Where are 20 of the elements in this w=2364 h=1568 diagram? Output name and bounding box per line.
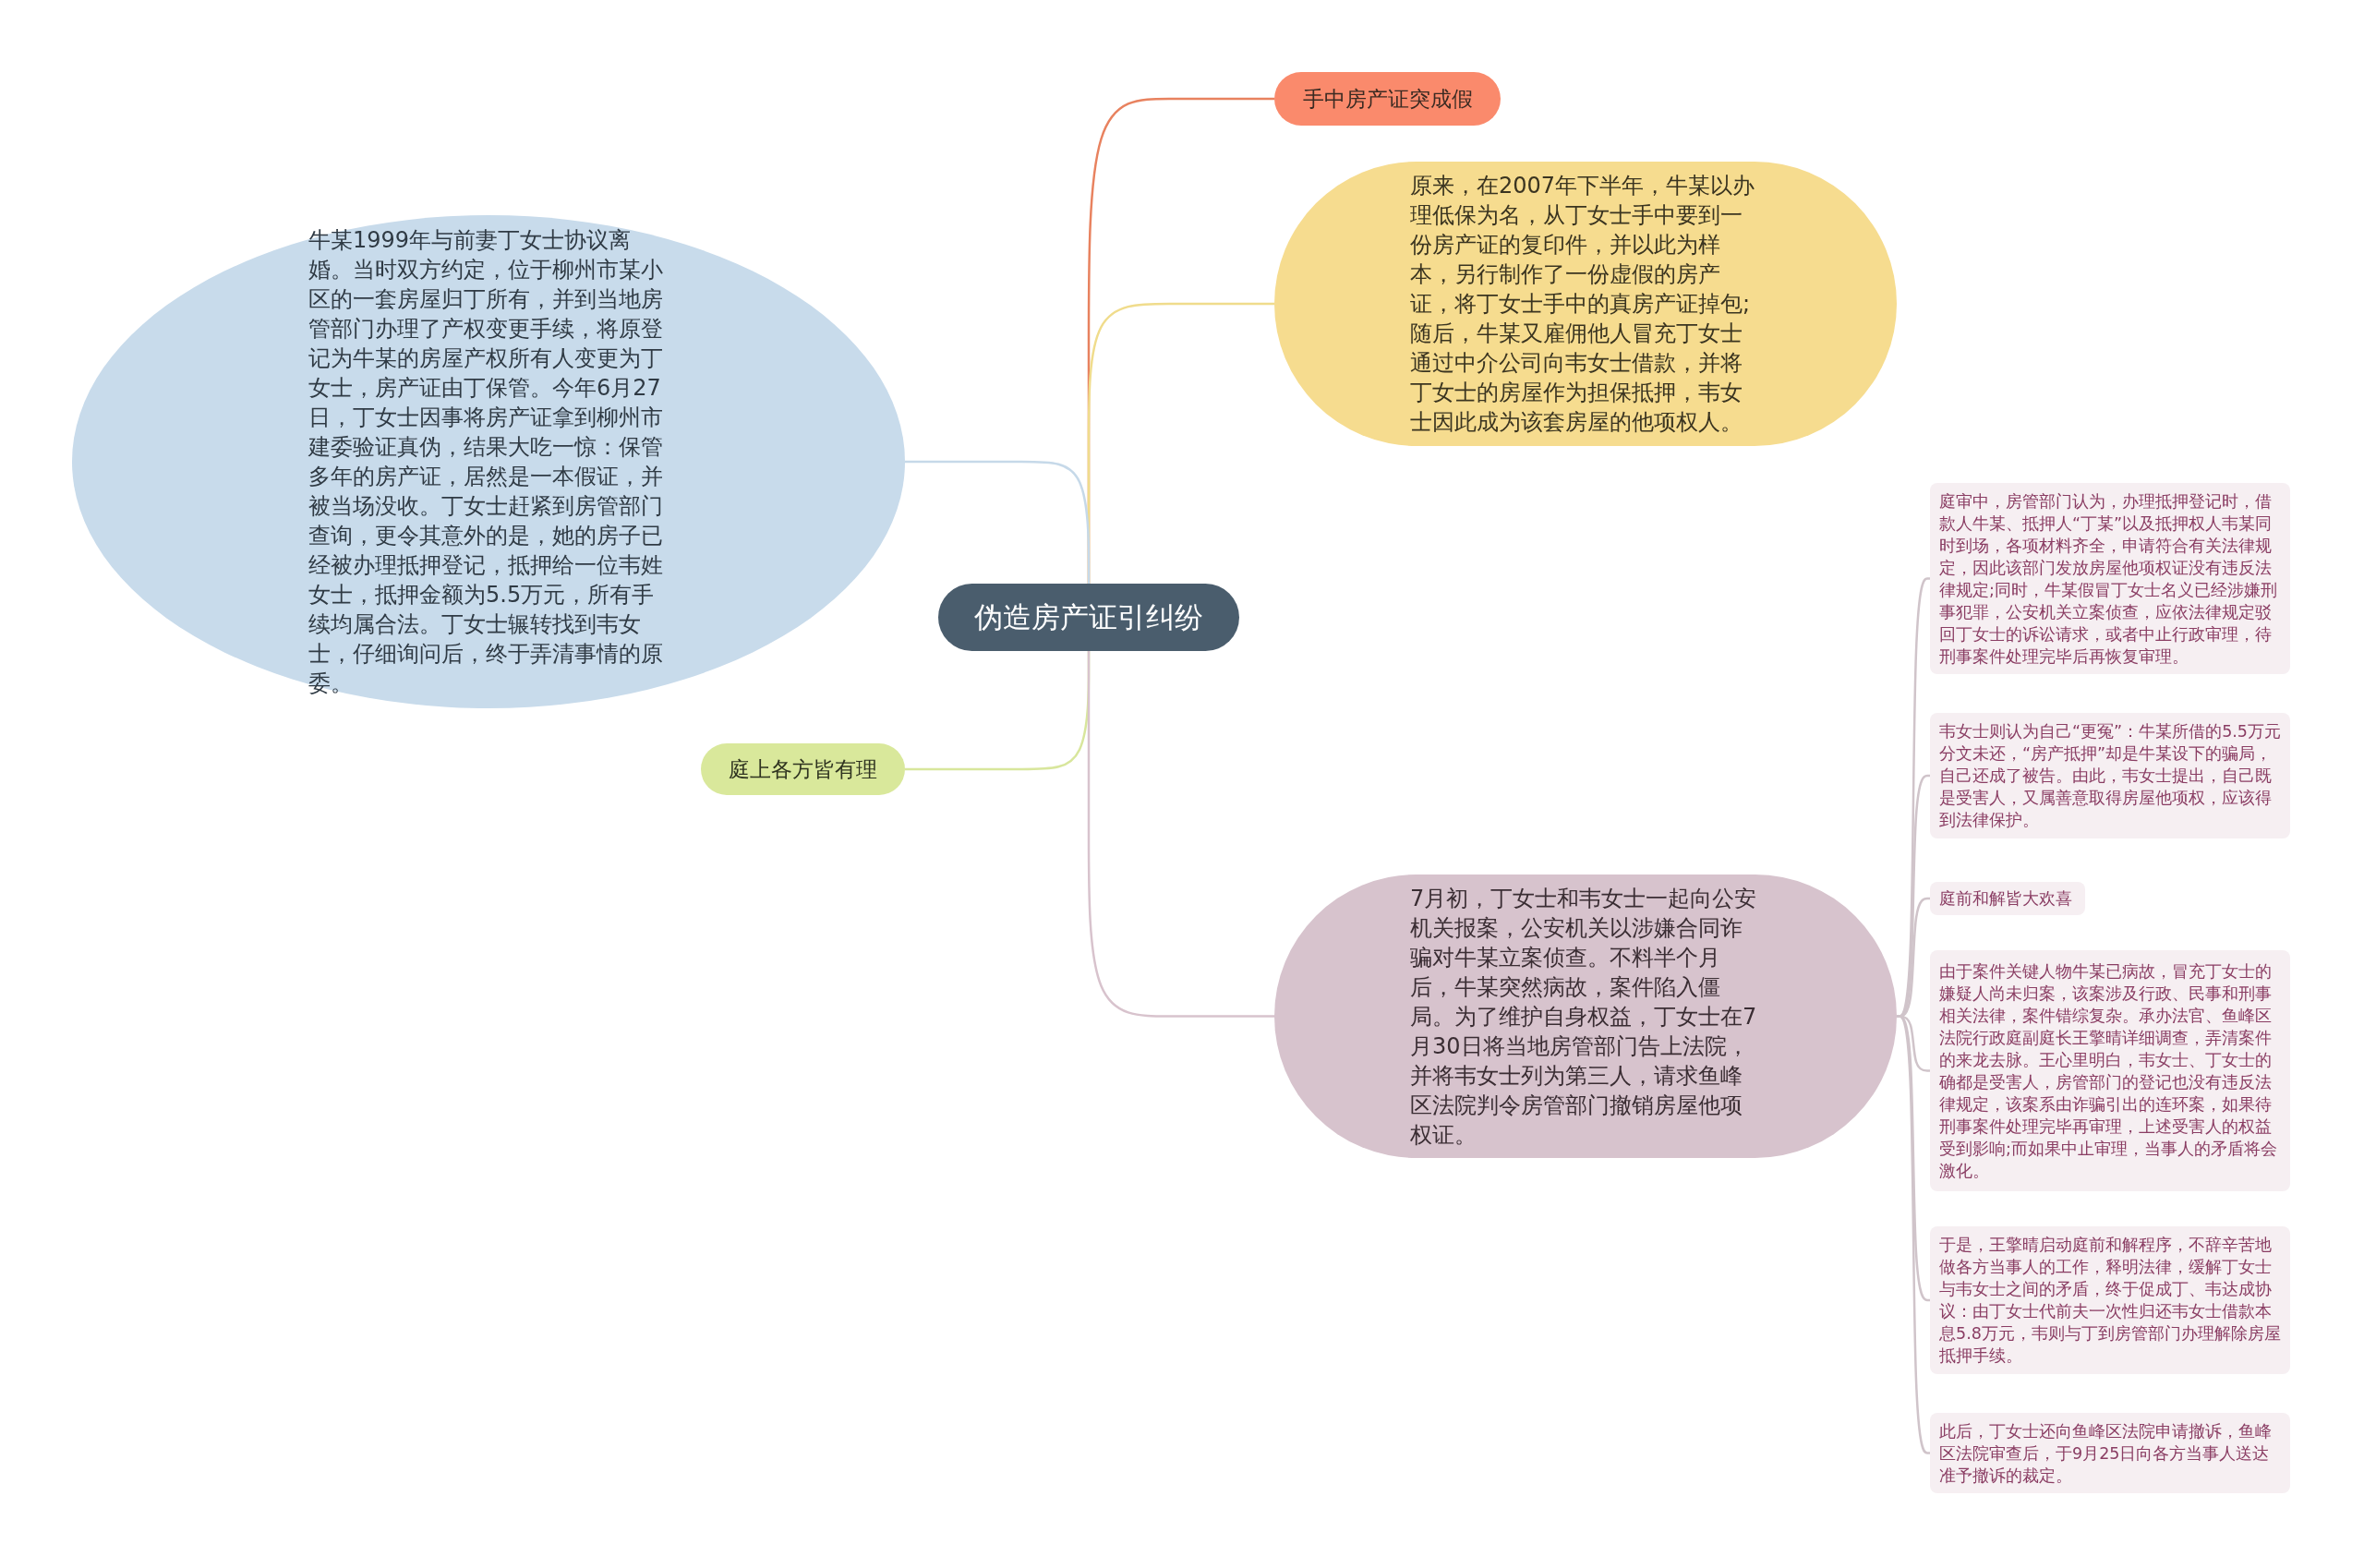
note-card xyxy=(1930,713,2290,838)
node-text: 此后，丁女士还向鱼峰区法院申请撤诉，鱼峰区法院审查后，于9月25日向各方当事人送达准予撤诉的裁定。 xyxy=(1939,1420,2273,1487)
node-text: 手中房产证突成假 xyxy=(1302,85,1473,113)
node-text: 伪造房产证引纠纷 xyxy=(974,598,1203,635)
node-text: 牛某1999年与前妻丁女士协议离婚。当时双方约定，位于柳州市某小区的一套房屋归丁所有，并到当地房管部门办理了产权变更手续，将原登记为牛某的房屋产权所有人变更为丁女士，房产证由丁保管。今年6月27日，丁女士因事将房产证拿到柳州市建委验证真伪，结果大吃一惊：保管多年的房产证，居然是一本假证，并被当场没收。丁女士赶紧到房管部门查询，更令其意外的是，她的房子已经被办理抵押登记，抵押给一位韦姓女士，抵押金额为5.5万元，所有手续均属合法。丁女士辗转找到韦女士，仔细询问后，终于弄清事情的原委。 xyxy=(308,226,664,698)
connector xyxy=(1087,651,1274,1018)
node-text: 韦女士则认为自己“更冤”：牛某所借的5.5万元分文未还，“房产抵押”却是牛某设下的骗局，自己还成了被告。由此，韦女士提出，自己既是受害人，又属善意取得房屋他项权，应该得到法律保护。 xyxy=(1939,721,2281,831)
node-text: 7月初，丁女士和韦女士一起向公安机关报案，公安机关以涉嫌合同诈骗对牛某立案侦查。不料半个月后，牛某突然病故，案件陷入僵局。为了维护自身权益，丁女士在7月30日将当地房管部门告上法院，并将韦女士列为第三人，请求鱼峰区法院判令房管部门撤销房屋他项权证。 xyxy=(1410,884,1758,1150)
node-text: 庭上各方皆有理 xyxy=(729,755,877,783)
topic-pill xyxy=(1274,72,1501,126)
connector xyxy=(905,460,1091,584)
node-text: 原来，在2007年下半年，牛某以办理低保为名，从丁女士手中要到一份房产证的复印件，并以此为样本，另行制作了一份虚假的房产证，将丁女士手中的真房产证掉包;随后，牛某又雇佣他人冒充丁女士通过中介公司向韦女士借款，并将丁女士的房屋作为担保抵押，韦女士因此成为该套房屋的他项权人。 xyxy=(1410,172,1756,437)
node-text: 于是，王擎晴启动庭前和解程序，不辞辛苦地做各方当事人的工作，释明法律，缓解丁女士与韦女士之间的矛盾，终于促成丁、韦达成协议：由丁女士代前夫一次性归还韦女士借款本息5.8万元，韦则与丁到房管部门办理解除房屋抵押手续。 xyxy=(1939,1235,2281,1367)
node-text: 庭审中，房管部门认为，办理抵押登记时，借款人牛某、抵押人“丁某”以及抵押权人韦某同时到场，各项材料齐全，申请符合有关法律规定，因此该部门发放房屋他项权证没有违反法律规定;同时，牛某假冒丁女士名义已经涉嫌刑事犯罪，公安机关立案侦查，应依法律规定驳回丁女士的诉讼请求，或者中止行政审理，待刑事案件处理完毕后再恢复审理。 xyxy=(1939,490,2278,668)
topic-pill xyxy=(701,743,905,795)
note-card xyxy=(1930,882,2085,915)
node-text: 由于案件关键人物牛某已病故，冒充丁女士的嫌疑人尚未归案，该案涉及行政、民事和刑事相关法律，案件错综复杂。承办法官、鱼峰区法院行政庭副庭长王擎晴详细调查，弄清案件的来龙去脉。王心里明白，韦女士、丁女士的确都是受害人，房管部门的登记也没有违反法律规定，该案系由诈骗引出的连环案，如果待刑事案件处理完毕再审理，上述受害人的权益受到影响;而如果中止审理，当事人的矛盾将会激化。 xyxy=(1939,960,2278,1182)
note-card xyxy=(1930,1413,2290,1493)
node-text: 庭前和解皆大欢喜 xyxy=(1939,888,2072,910)
note-card xyxy=(1930,1226,2290,1374)
